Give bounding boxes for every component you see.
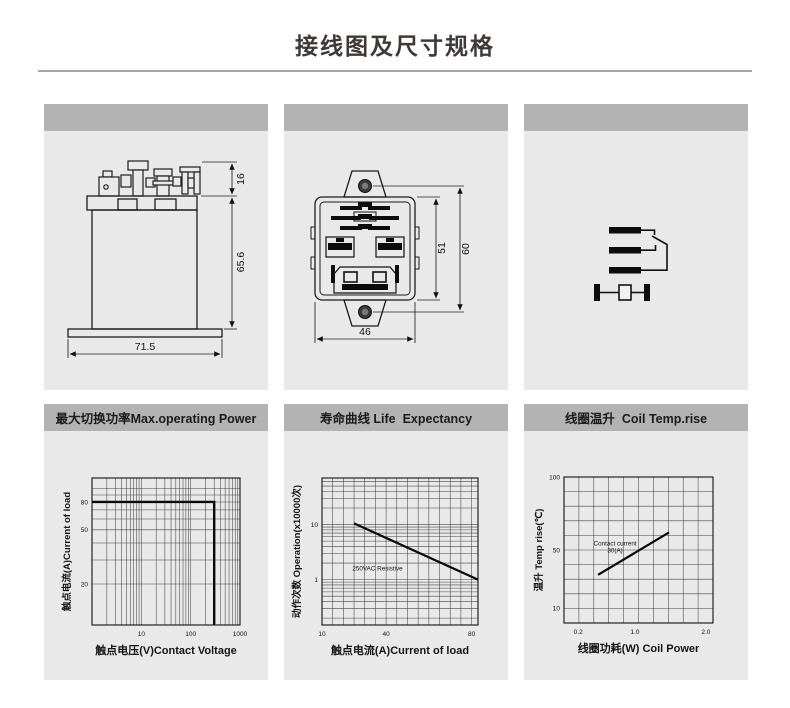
dimension-base-width: 71.5 [67, 339, 223, 358]
max-operating-power-chart: 10 100 1000 20 50 80 触点电压(V)Contact Voltage 触点电… [61, 477, 248, 657]
relay-top-mechanism [98, 160, 201, 197]
panel-wiring-diagram-header [524, 104, 748, 131]
panel-side-view-header [44, 104, 268, 131]
relay-housing [67, 195, 223, 338]
svg-text:Contact current: Contact current [594, 541, 637, 548]
mounting-screws [358, 179, 372, 319]
svg-text:50: 50 [553, 547, 561, 554]
panel-side-view: 16 65.6 71.5 [44, 104, 268, 390]
max-operating-power-title: 最大切换功率Max.operating Power [44, 404, 268, 431]
svg-text:1.0: 1.0 [630, 629, 639, 636]
panel-bottom-view-header [284, 104, 508, 131]
dimension-body-height: 65.6 [224, 197, 247, 330]
dimension-label-16: 16 [235, 173, 247, 185]
socket-body [310, 170, 420, 327]
svg-text:100: 100 [549, 474, 560, 481]
svg-text:触点电流(A)Current of load: 触点电流(A)Current of load [330, 643, 469, 657]
panel-coil-temp-rise: 线圈温升 Coil Temp.rise 0.2 1.0 2.0 100 50 10 Cont… [524, 404, 748, 680]
svg-text:0.2: 0.2 [574, 629, 583, 636]
wiring-diagram [594, 227, 668, 301]
svg-text:1000: 1000 [233, 631, 248, 638]
svg-text:100: 100 [185, 631, 196, 638]
svg-text:80: 80 [81, 499, 89, 506]
coil-symbol [594, 284, 650, 301]
title-divider [38, 70, 752, 72]
panel-life-expectancy: 寿命曲线 Life Expectancy 10 40 80 10 1 250VAC Res… [284, 404, 508, 680]
panel-max-operating-power: 最大切换功率Max.operating Power 10 100 1000 20 50 8… [44, 404, 268, 680]
panel-bottom-view: 51 60 46 [284, 104, 508, 390]
side-view-drawing: 16 65.6 71.5 [67, 160, 247, 358]
svg-text:80: 80 [468, 631, 476, 638]
contact-wiring [641, 229, 668, 271]
page-title: 接线图及尺寸规格 [295, 33, 495, 59]
svg-text:250VAC Resistive: 250VAC Resistive [352, 566, 403, 573]
dimension-label-65-6: 65.6 [235, 252, 247, 273]
dimension-label-46: 46 [359, 326, 371, 338]
svg-text:40: 40 [382, 631, 390, 638]
svg-text:温升 Temp rise(℃): 温升 Temp rise(℃) [533, 509, 545, 592]
dimension-label-60: 60 [460, 243, 472, 255]
svg-text:1: 1 [314, 577, 318, 584]
dimension-overall-height: 60 [373, 185, 472, 313]
svg-text:50: 50 [81, 527, 89, 534]
dimension-label-51: 51 [436, 242, 448, 254]
svg-text:10: 10 [318, 631, 326, 638]
dimension-body-height: 51 [417, 196, 448, 301]
svg-text:触点电流(A)Current of load: 触点电流(A)Current of load [61, 492, 73, 612]
svg-text:10: 10 [311, 522, 319, 529]
dimension-width: 46 [314, 302, 416, 343]
panel-wiring-diagram [524, 104, 748, 390]
life-expectancy-chart: 10 40 80 10 1 250VAC Resistive 触点电流(A)Current … [291, 477, 479, 657]
svg-text:动作次数 Operation(x10000次): 动作次数 Operation(x10000次) [291, 485, 303, 618]
coil-temp-rise-title: 线圈温升 Coil Temp.rise [524, 404, 748, 431]
terminal-slots [325, 202, 405, 294]
svg-text:触点电压(V)Contact Voltage: 触点电压(V)Contact Voltage [94, 643, 237, 657]
dimension-label-71-5: 71.5 [135, 341, 156, 353]
svg-text:20: 20 [81, 581, 89, 588]
svg-text:30(A): 30(A) [607, 548, 622, 555]
dimension-top-height: 16 [201, 161, 247, 197]
svg-text:10: 10 [553, 606, 561, 613]
svg-text:线圈功耗(W) Coil Power: 线圈功耗(W) Coil Power [578, 641, 700, 655]
bottom-view-drawing: 51 60 46 [310, 170, 472, 343]
svg-text:2.0: 2.0 [701, 629, 710, 636]
life-expectancy-title: 寿命曲线 Life Expectancy [284, 404, 508, 431]
contact-terminals [609, 227, 641, 274]
svg-text:10: 10 [138, 631, 146, 638]
